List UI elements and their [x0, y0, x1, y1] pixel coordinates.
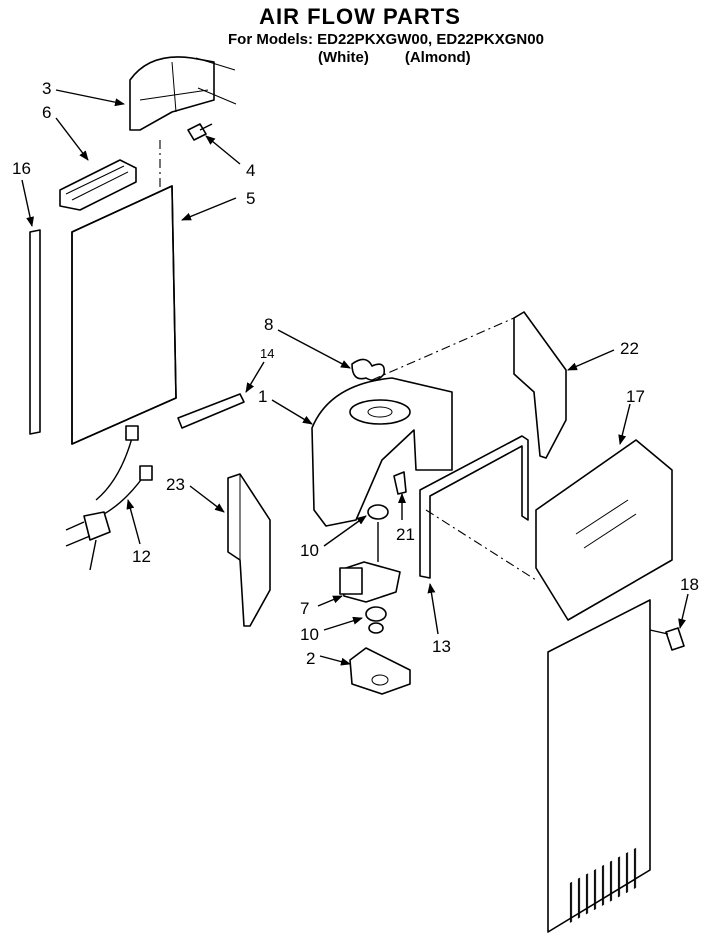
callout-7: 7: [300, 599, 309, 618]
part-3-duct-elbow: [129, 56, 237, 131]
callout-3: 3: [42, 79, 51, 98]
part-10-grommet-lower: [365, 606, 387, 634]
part-2-motor-bracket: [349, 647, 411, 695]
part-5-cover-panel: [71, 140, 177, 445]
rear-air-panel: [425, 509, 651, 933]
color-variants: (White) (Almond): [318, 49, 471, 66]
variant-white: (White): [318, 49, 369, 66]
callout-10-lower: 10: [300, 625, 319, 644]
callout-2: 2: [306, 649, 315, 668]
callout-18: 18: [680, 575, 699, 594]
callout-14: 14: [260, 346, 274, 361]
callout-10-upper: 10: [300, 541, 319, 560]
callout-labels: 3 6 4 16 5 8 14 22 1 17 23 21 10 12 18 7…: [12, 79, 699, 668]
part-8-fan-blade: [351, 358, 386, 382]
callout-16: 16: [12, 159, 31, 178]
part-12-wire-harness: [65, 425, 153, 571]
callout-4: 4: [246, 161, 255, 180]
callout-12: 12: [132, 547, 151, 566]
callout-22: 22: [620, 339, 639, 358]
diagram-title: AIR FLOW PARTS: [259, 4, 461, 29]
variant-almond: (Almond): [404, 49, 471, 66]
part-21-screw: [393, 471, 407, 495]
callout-23: 23: [166, 475, 185, 494]
callout-17: 17: [626, 387, 645, 406]
part-14-sensor: [177, 393, 245, 429]
callout-21: 21: [396, 525, 415, 544]
part-17-duct-cover: [535, 439, 673, 621]
callout-5: 5: [246, 189, 255, 208]
part-22-right-baffle: [371, 311, 567, 459]
part-7-fan-motor: [339, 522, 401, 603]
part-1-fan-housing: [311, 377, 453, 527]
model-numbers: For Models: ED22PKXGW00, ED22PKXGN00: [228, 31, 544, 48]
part-16-strip: [29, 229, 41, 435]
callout-1: 1: [258, 387, 267, 406]
part-13-channel: [419, 435, 529, 579]
part-23-left-baffle: [227, 473, 271, 627]
part-6-bracket: [59, 159, 137, 211]
callout-leaders: [21, 89, 689, 666]
part-4-screw: [187, 123, 213, 141]
callout-8: 8: [264, 315, 273, 334]
callout-6: 6: [42, 103, 51, 122]
callout-13: 13: [432, 637, 451, 656]
part-18-screw: [649, 627, 685, 651]
part-10-grommet-upper: [367, 504, 389, 520]
